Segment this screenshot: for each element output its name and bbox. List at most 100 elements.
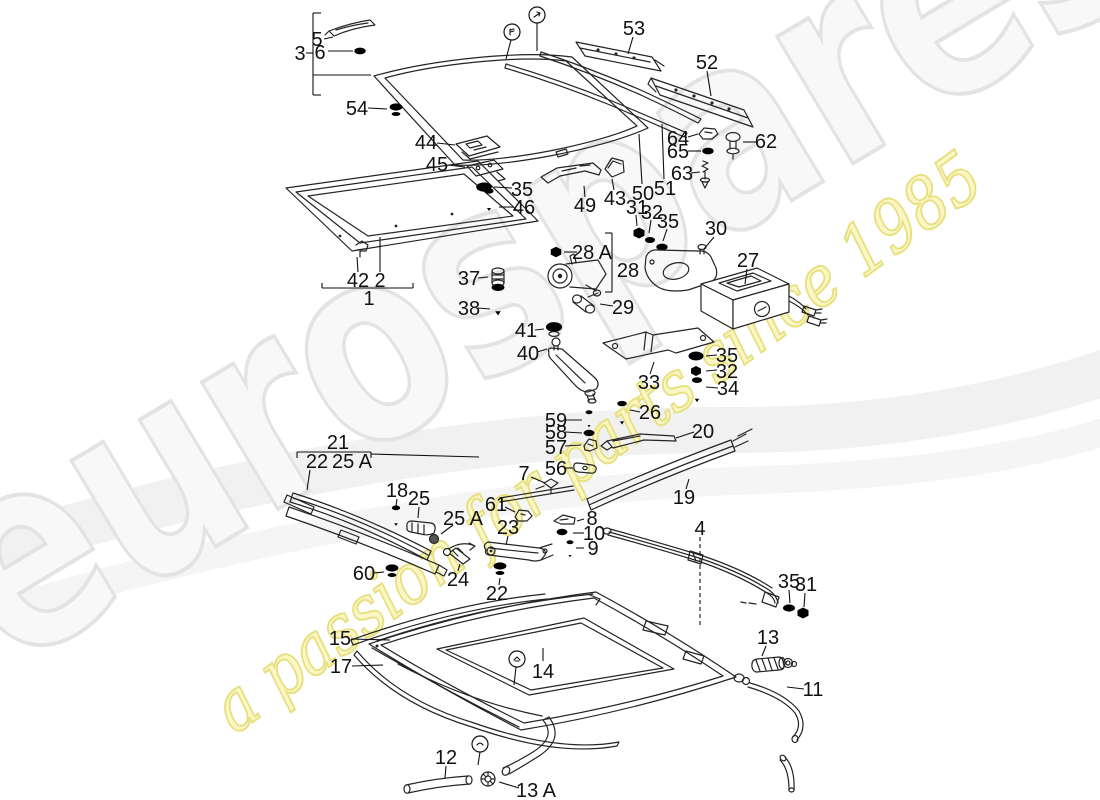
- part-label-62: 62: [755, 131, 777, 153]
- part-label-26: 26: [639, 402, 661, 424]
- part-label-22: 22: [486, 583, 508, 605]
- leader-line: [498, 577, 501, 586]
- watermark-brand-text: eurospares: [0, 0, 1100, 727]
- part-label-38: 38: [458, 298, 480, 320]
- leader-line: [395, 498, 398, 507]
- part-label-8: 8: [586, 508, 597, 530]
- leader-line: [638, 133, 643, 185]
- part-label-51: 51: [654, 178, 676, 200]
- part-label-57: 57: [545, 437, 567, 459]
- leader-line: [564, 431, 583, 434]
- leader-line: [675, 431, 695, 439]
- part-label-25A: 25 A: [443, 508, 484, 530]
- arrow-symbol-icon: [528, 6, 546, 51]
- part-label-32: 32: [716, 361, 738, 383]
- part-label-49: 49: [574, 195, 596, 217]
- icon-layer: [471, 6, 546, 766]
- part-label-30: 30: [705, 218, 727, 240]
- leader-line: [323, 36, 334, 40]
- plate-33-drawing: [602, 327, 715, 403]
- part-label-25A: 25 A: [332, 451, 373, 473]
- part-label-37: 37: [458, 268, 480, 290]
- part-label-58: 58: [545, 422, 567, 444]
- clip-symbol-icon: [508, 650, 526, 686]
- leader-line: [705, 369, 718, 372]
- part-label-34: 34: [717, 378, 739, 400]
- part-label-54: 54: [346, 98, 368, 120]
- screw-symbol-icon: [503, 23, 521, 60]
- leader-line: [477, 307, 491, 310]
- leader-line: [576, 518, 585, 522]
- part-label-22: 22: [306, 451, 328, 473]
- leader-line: [457, 563, 461, 572]
- part-label-43: 43: [604, 188, 626, 210]
- part-label-11: 11: [803, 679, 824, 701]
- bracket-44-45-drawing: [455, 135, 506, 211]
- part-label-19: 19: [673, 487, 695, 509]
- leader-line: [761, 645, 767, 657]
- fasteners-56-59-26-drawing: [573, 400, 627, 474]
- leader-line: [703, 236, 715, 250]
- part-label-27: 27: [737, 250, 759, 272]
- part-label-63: 63: [671, 163, 693, 185]
- part-label-28: 28: [617, 260, 639, 282]
- leader-line: [447, 164, 466, 168]
- part-label-1: 1: [363, 288, 374, 310]
- part-label-46: 46: [513, 197, 535, 219]
- leader-line: [440, 524, 454, 535]
- leader-line: [504, 506, 516, 513]
- leader-line: [367, 107, 388, 110]
- part-label-7: 7: [518, 463, 529, 485]
- leader-line: [444, 765, 447, 779]
- part-label-28A: 28 A: [572, 242, 613, 264]
- part-label-40: 40: [517, 343, 539, 365]
- part-label-5: 5: [311, 29, 322, 51]
- leader-line: [744, 268, 748, 285]
- leader-line: [599, 303, 614, 307]
- part-label-35: 35: [716, 345, 738, 367]
- part-label-44: 44: [415, 132, 437, 154]
- leader-line: [661, 123, 665, 180]
- leader-line: [493, 186, 513, 189]
- leader-line: [705, 386, 719, 389]
- rails-21-22-drawing: [283, 492, 554, 577]
- part-label-14: 14: [532, 661, 554, 683]
- leader-line: [417, 506, 420, 519]
- leader-line: [370, 453, 480, 458]
- leader-line: [477, 276, 489, 279]
- leader-line: [351, 664, 384, 667]
- leader-line: [690, 171, 701, 174]
- part-label-35: 35: [778, 571, 800, 593]
- hook-symbol-icon: [471, 735, 489, 766]
- part-label-9: 9: [587, 538, 598, 560]
- rail-19-group-drawing: [499, 428, 753, 558]
- part-label-25: 25: [408, 488, 430, 510]
- sunroof-lid-drawing: [373, 54, 649, 166]
- part-label-23: 23: [497, 517, 519, 539]
- part-label-45: 45: [426, 154, 448, 176]
- part-label-31: 31: [795, 574, 817, 596]
- part-label-35: 35: [657, 211, 679, 233]
- leader-line: [629, 409, 641, 413]
- part-label-42: 42: [347, 270, 369, 292]
- part-label-18: 18: [386, 480, 408, 502]
- part-label-2: 2: [374, 270, 385, 292]
- leader-line: [648, 219, 652, 234]
- part-label-52: 52: [696, 52, 718, 74]
- leader-line: [627, 36, 634, 55]
- part-label-35: 35: [511, 179, 533, 201]
- part-label-24: 24: [447, 569, 469, 591]
- part-label-33: 33: [638, 372, 660, 394]
- leader-line: [685, 478, 690, 490]
- leader-line: [706, 70, 712, 97]
- part-label-65: 65: [667, 141, 689, 163]
- part-label-32: 32: [641, 202, 663, 224]
- leader-line: [350, 638, 391, 641]
- trim-strip-5-drawing: [324, 19, 403, 116]
- leader-line: [611, 178, 615, 191]
- leader-line: [436, 142, 456, 146]
- frame-14-drawing: [350, 591, 737, 794]
- part-label-41: 41: [515, 320, 537, 342]
- part-label-13A: 13 A: [516, 780, 557, 800]
